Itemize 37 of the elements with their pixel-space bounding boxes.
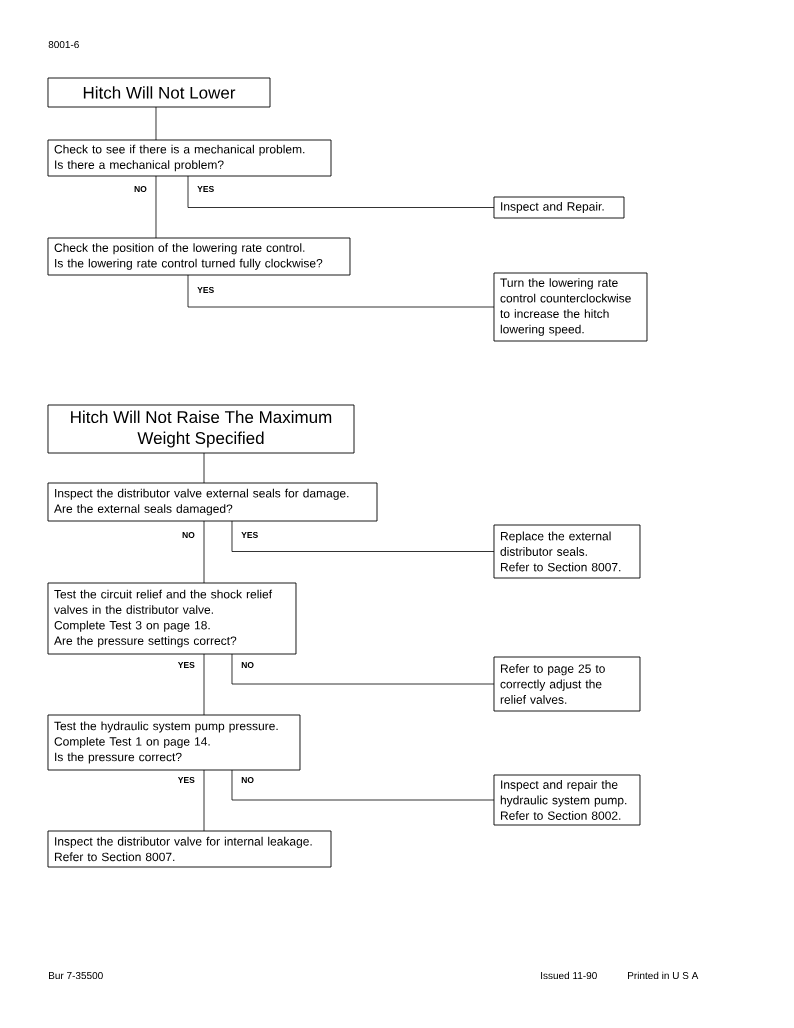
question-box: Test the hydraulic system pump pressure. Complete Test 1 on page 14. Is the pressure correct? xyxy=(47,714,301,771)
question-box: Check the position of the lowering rate control. Is the lowering rate control turned fully clockwise? xyxy=(47,237,351,276)
connector-line xyxy=(203,769,205,832)
connector-line xyxy=(187,274,495,308)
edge-label: YES xyxy=(240,531,260,539)
edge-label: NO xyxy=(181,531,196,539)
connector-line xyxy=(155,175,157,239)
document-number: Bur 7-35500 xyxy=(49,972,103,980)
question-box: Inspect the distributor valve for internal leakage. Refer to Section 8007. xyxy=(47,830,332,868)
heading-box: Hitch Will Not Lower xyxy=(47,77,271,108)
connector-line xyxy=(155,106,157,141)
edge-label: YES xyxy=(176,661,196,669)
connector-line xyxy=(203,452,205,484)
connector-line xyxy=(203,653,205,716)
connector-line xyxy=(203,520,205,584)
question-box: Inspect the distributor valve external seals for damage. Are the external seals damaged? xyxy=(47,482,378,522)
connector-line xyxy=(231,520,495,552)
action-box: Inspect and repair the hydraulic system pump. Refer to Section 8002. xyxy=(493,774,641,826)
edge-label: NO xyxy=(133,185,148,193)
question-box: Check to see if there is a mechanical problem. Is there a mechanical problem? xyxy=(47,139,332,177)
action-box: Inspect and Repair. xyxy=(493,196,625,219)
action-box: Turn the lowering rate control counterclockwise to increase the hitch lowering speed. xyxy=(493,272,648,342)
edge-label: NO xyxy=(240,776,255,784)
connector-line xyxy=(231,769,495,801)
page-number: 8001-6 xyxy=(48,41,79,49)
edge-label: NO xyxy=(240,661,255,669)
edge-label: YES xyxy=(176,776,196,784)
heading-box: Hitch Will Not Raise The Maximum Weight Specified xyxy=(47,404,355,454)
action-box: Refer to page 25 to correctly adjust the relief valves. xyxy=(493,656,641,712)
edge-label: YES xyxy=(196,185,216,193)
edge-label: YES xyxy=(196,286,216,294)
connector-line xyxy=(187,175,495,208)
issue-date: Issued 11-90 xyxy=(541,971,597,980)
connector-line xyxy=(231,653,495,685)
print-note: Printed in U S A xyxy=(628,971,699,980)
action-box: Replace the external distributor seals. Refer to Section 8007. xyxy=(493,524,641,579)
question-box: Test the circuit relief and the shock relief valves in the distributor valve. Complete Test 3 on page 18. Are the pressure settings correct? xyxy=(47,582,297,655)
